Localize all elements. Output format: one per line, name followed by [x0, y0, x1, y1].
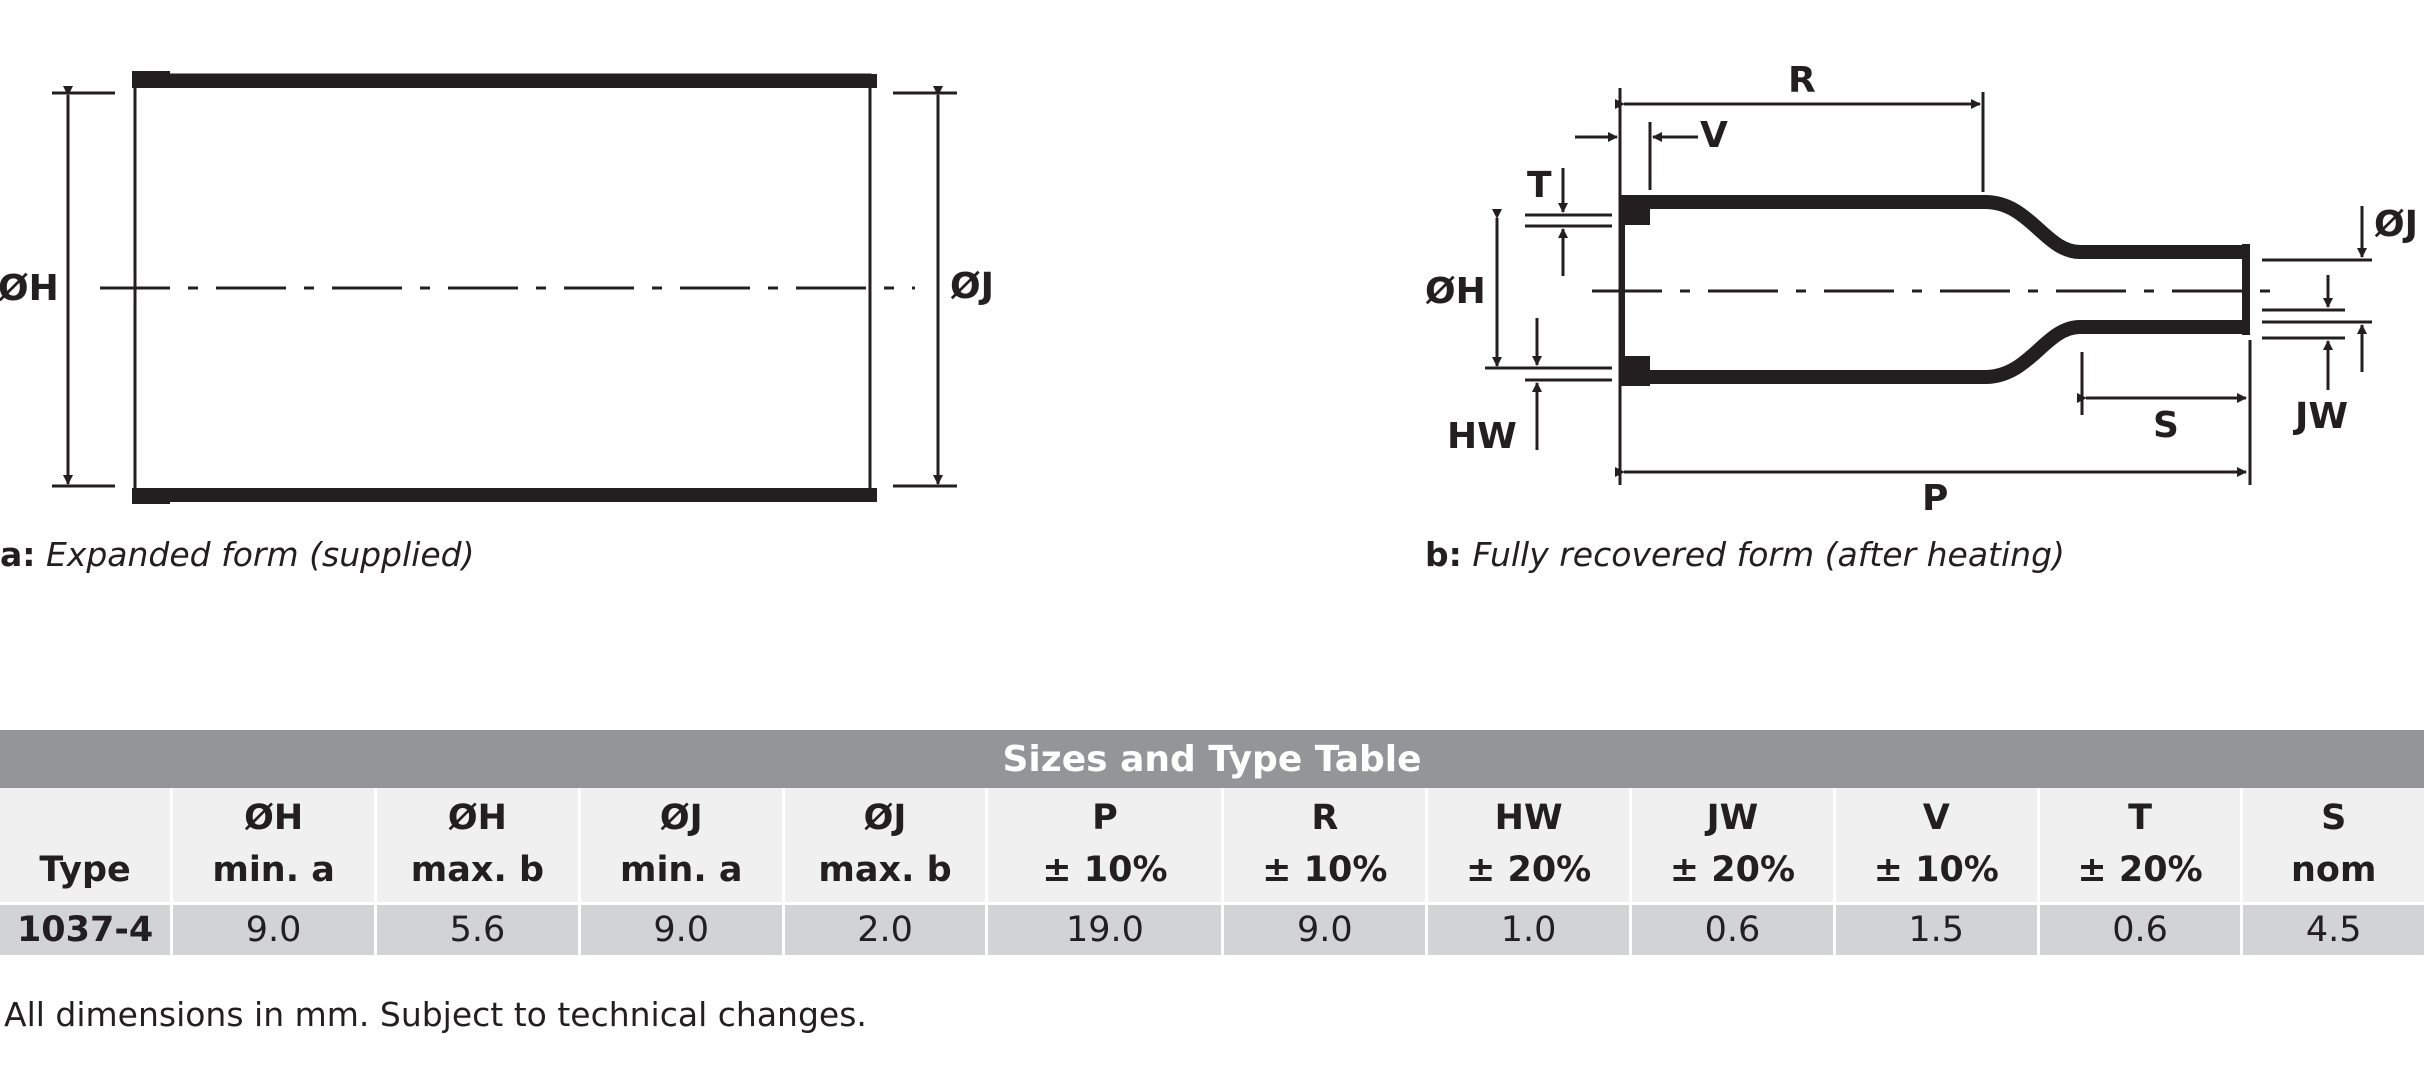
label-b-jw: JW — [2292, 396, 2348, 437]
table-cell: 0.6 — [2036, 902, 2242, 955]
label-b-p: P — [1922, 478, 1948, 519]
table-cell: 5.6 — [374, 902, 580, 955]
sizes-table-container: Sizes and Type Table Type ØH min. a ØH max… — [0, 730, 2424, 955]
column-header-line2: ± 10% — [1042, 850, 1168, 890]
column-header-line1: HW — [1494, 798, 1563, 838]
caption-b-text: Fully recovered form (after heating) — [1472, 535, 2065, 574]
column-header: ØH max. b — [374, 788, 580, 904]
column-header: ØJ min. a — [577, 788, 784, 904]
table-cell: 9.0 — [577, 902, 784, 955]
table-cell: 0.6 — [1629, 902, 1835, 955]
column-header-line2: Type — [39, 850, 131, 890]
sleeve-bottom-wall-b — [1648, 320, 2243, 384]
column-header-line1: JW — [1706, 798, 1759, 838]
column-header-line1: T — [2128, 798, 2152, 838]
column-header-line1: ØH — [244, 798, 304, 838]
label-b-v: V — [1700, 115, 1728, 156]
table-cell: 1.0 — [1425, 902, 1631, 955]
table-row: 1037-4 9.0 5.6 9.0 2.0 19.0 9.0 1.0 0.6 … — [0, 902, 2424, 955]
column-header-line2: ± 20% — [1465, 850, 1592, 890]
table-cell: 2.0 — [781, 902, 987, 955]
diagram-a-expanded-form: ØH ØJ — [0, 71, 994, 504]
label-b-r: R — [1788, 60, 1816, 101]
column-header-line2: ± 20% — [2077, 850, 2203, 890]
column-header-line1: V — [1922, 798, 1950, 838]
column-header-line1: R — [1311, 798, 1339, 838]
diagram-b-recovered-form: R V T ØH HW ØJ JW — [1425, 60, 2418, 519]
column-header-line2: max. b — [818, 850, 952, 890]
sleeve-bottom-wall-a — [132, 488, 877, 502]
sleeve-bottom-lip-a — [132, 494, 170, 504]
column-header-line2: min. a — [212, 850, 335, 890]
column-header-line2: ± 10% — [1262, 850, 1388, 890]
table-cell: 4.5 — [2240, 902, 2424, 955]
sleeve-top-wall-a — [132, 74, 877, 88]
column-header: ØJ max. b — [781, 788, 987, 904]
caption-a-prefix: a: — [0, 535, 36, 574]
label-b-j: ØJ — [2374, 204, 2418, 245]
caption-b: b: Fully recovered form (after heating) — [1425, 535, 2065, 574]
column-header-line2: max. b — [410, 850, 544, 890]
label-b-h: ØH — [1425, 271, 1486, 312]
table-cell: 9.0 — [1221, 902, 1427, 955]
table-cell: 1.5 — [1832, 902, 2039, 955]
caption-b-prefix: b: — [1425, 535, 1462, 574]
column-header-line2: ± 20% — [1669, 850, 1796, 890]
label-a-h: ØH — [0, 268, 59, 309]
column-header: V ± 10% — [1832, 788, 2039, 904]
table-cell: 9.0 — [170, 902, 376, 955]
sleeve-top-lip-a — [132, 71, 170, 81]
column-header-line2: nom — [2291, 850, 2377, 890]
column-header: P ± 10% — [985, 788, 1223, 904]
column-header-line1: ØJ — [863, 798, 907, 838]
label-b-hw: HW — [1447, 416, 1517, 457]
label-a-j: ØJ — [950, 266, 994, 307]
column-header-line1: ØJ — [659, 798, 703, 838]
column-header: ØH min. a — [170, 788, 376, 904]
table-cell-type: 1037-4 — [0, 902, 172, 955]
caption-a: a: Expanded form (supplied) — [0, 535, 474, 574]
label-b-s: S — [2153, 405, 2179, 446]
table-cell: 19.0 — [985, 902, 1223, 955]
column-header-line1: S — [2321, 798, 2347, 838]
column-header: T ± 20% — [2036, 788, 2242, 904]
column-header: JW ± 20% — [1629, 788, 1835, 904]
footnote: All dimensions in mm. Subject to technic… — [4, 995, 867, 1034]
column-header-line2: ± 10% — [1873, 850, 1999, 890]
column-header-line2: min. a — [619, 850, 743, 890]
column-header-line1: P — [1092, 798, 1118, 838]
dimension-drawings: ØH ØJ R V T ØH — [0, 60, 2418, 519]
column-header: Type — [0, 788, 172, 904]
column-header: HW ± 20% — [1425, 788, 1631, 904]
column-header-line1: ØH — [447, 798, 507, 838]
table-header-row: Type ØH min. a ØH max. b ØJ min. a ØJ max. b… — [0, 788, 2424, 904]
caption-a-text: Expanded form (supplied) — [45, 535, 475, 574]
sizes-and-type-table: Sizes and Type Table Type ØH min. a ØH max… — [0, 730, 2424, 955]
sleeve-top-wall-b — [1648, 195, 2243, 259]
table-title: Sizes and Type Table — [0, 730, 2424, 788]
column-header: R ± 10% — [1221, 788, 1427, 904]
label-b-t: T — [1527, 165, 1552, 206]
